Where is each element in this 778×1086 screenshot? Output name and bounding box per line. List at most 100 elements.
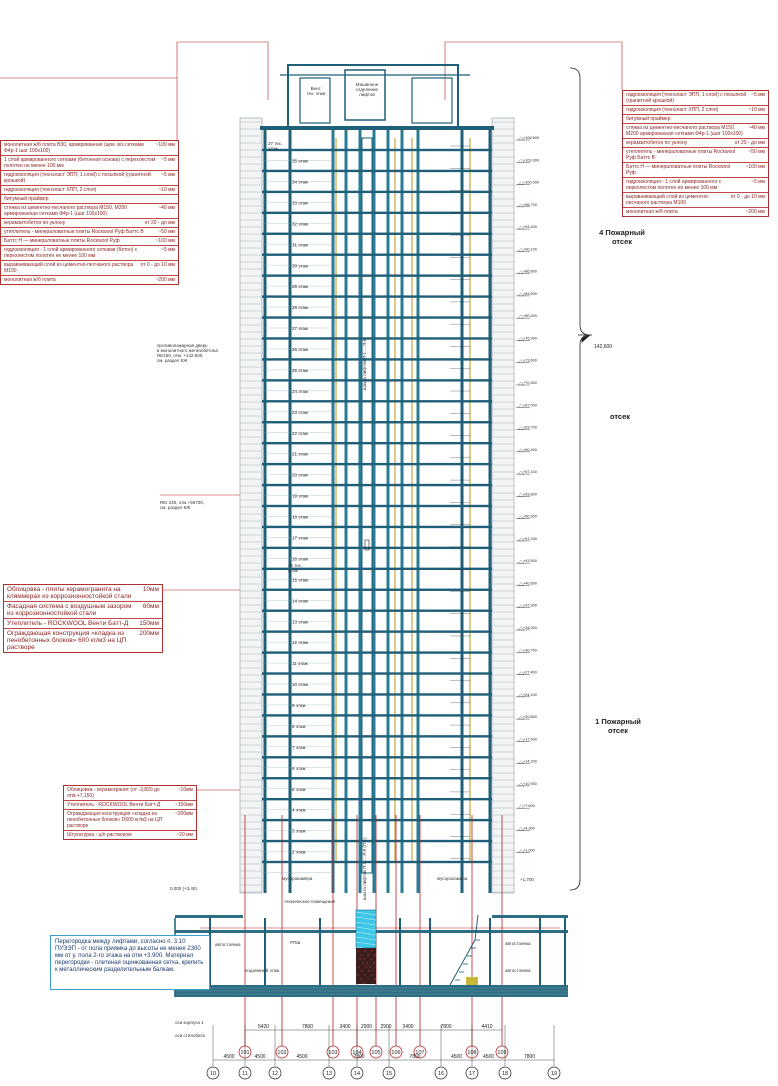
axis-bubble-upper — [413, 1045, 427, 1059]
axis-bubble-lower — [382, 1066, 396, 1080]
floor-slab — [262, 630, 492, 633]
axis-bubble-lower — [498, 1066, 512, 1080]
elevation-label: +53.800 — [523, 492, 537, 496]
column — [372, 128, 376, 893]
elevation-label: +1.000 — [523, 849, 535, 853]
floor-slab — [262, 379, 492, 382]
elevation-triangle — [517, 804, 525, 809]
legend-row: монолитная ж/б плита В30, армированная (… — [1, 141, 178, 156]
legend-row-label: Фасадная система с воздушным зазором из … — [7, 603, 132, 617]
level-marker-right: +1,700 — [520, 877, 534, 882]
floor-slab — [262, 211, 492, 215]
legend-row: гидроизоляция (технэласт ХПП, 2 слоя)~10… — [1, 186, 178, 195]
dimension-upper: 3400 — [339, 1024, 350, 1030]
elevation-label: +100.000 — [523, 181, 539, 185]
legend-row-value: 150мм — [139, 620, 159, 627]
axis-label-lower: 17 — [469, 1071, 475, 1077]
legend-row-label: Облицовка - плиты керамогранита на клямм… — [7, 586, 132, 600]
elevation-triangle — [517, 493, 525, 497]
axis-bubble-lower — [547, 1066, 561, 1080]
elevation-label: +106.600 — [523, 136, 539, 140]
elevation-triangle — [517, 760, 525, 764]
legend-row: гидроизоляция - 1 слой армированного с п… — [623, 178, 768, 193]
pit-texture — [364, 950, 366, 952]
floor-label: 9 этаж — [292, 703, 305, 708]
elevation-triangle — [517, 582, 525, 586]
elevation-label: +63.700 — [523, 426, 537, 430]
elevation-label: +80.200 — [523, 314, 537, 318]
elevation-label: +47.200 — [523, 537, 537, 541]
axis-label-lower: 14 — [354, 1071, 360, 1077]
legend-row-label: Баттс Н — минераловатные плиты Rockwool … — [4, 238, 120, 244]
pit-texture — [364, 974, 366, 976]
elevation-triangle — [517, 404, 525, 408]
pit-texture — [368, 970, 370, 972]
legend-leader-lines — [0, 41, 623, 791]
vent-room — [299, 77, 331, 124]
parking-right-1: автостоянка — [505, 941, 531, 946]
legend-row-label: стяжка из цементно-песчаного раствора М1… — [4, 205, 128, 217]
floor-label: 21 этаж — [292, 452, 308, 457]
legend-row: выравнивающий слой из цементно-песчаного… — [1, 261, 178, 276]
mesh-hatch — [355, 926, 377, 931]
floor-slab — [262, 609, 492, 612]
legend-row-label: гидроизоляция - 1 слой армированного с п… — [626, 179, 722, 191]
floor-label: 33 этаж — [292, 200, 308, 205]
axis-label-lower: 11 — [242, 1071, 248, 1077]
column — [331, 128, 335, 893]
elevation-triangle — [517, 203, 525, 207]
elevation-triangle — [517, 604, 525, 608]
column — [358, 128, 362, 893]
legend-row-label: выравнивающий слой из цементно-песчаного… — [626, 194, 710, 206]
pit-texture — [362, 962, 364, 964]
floor-label: 27 этаж — [292, 326, 308, 331]
dimension-upper: 3400 — [402, 1024, 413, 1030]
axis-bubble-upper — [326, 1045, 340, 1059]
elevation-label: +70.300 — [523, 381, 537, 385]
legend-row-value: ~10 мм — [158, 187, 175, 193]
legend-row-value: ~10мм — [177, 787, 193, 793]
legend-row-label: керамзитобетон по уклону — [4, 220, 66, 226]
elevation-label: +4.300 — [523, 826, 535, 830]
fire-compartment-brace — [569, 67, 592, 891]
elevator-pit-dark — [356, 948, 376, 984]
elevation-triangle — [517, 537, 525, 542]
elevation-triangle — [517, 359, 525, 363]
floor-label: 28 этаж — [292, 305, 308, 310]
mesh-hatch — [355, 911, 377, 916]
elevation-label: +10.900 — [523, 782, 537, 786]
podium-section — [174, 909, 568, 997]
elevation-triangle — [517, 715, 525, 720]
elevation-triangle — [517, 225, 525, 230]
dimension-lower: 7800 — [353, 1054, 364, 1060]
lower-facade-legend: Облицовка - керамогранит (от -3,820 до о… — [63, 785, 197, 840]
legend-row-label: Ограждающая конструкция «кладка из пеноб… — [67, 811, 163, 829]
axis-label-lower: 10 — [210, 1071, 216, 1077]
legend-row-value: ~100 мм — [745, 164, 765, 170]
legend-row-label: Штукатурка - ц/п раствором — [67, 832, 132, 838]
podium-column — [489, 918, 491, 985]
pit-texture — [369, 966, 371, 968]
dimension-upper: 7800 — [440, 1024, 451, 1030]
floor-label: 10 этаж — [292, 682, 308, 687]
roof-room-right — [411, 77, 453, 124]
floor-slab — [262, 588, 492, 591]
roof-layers-left-legend: монолитная ж/б плита В30, армированная (… — [0, 140, 179, 285]
podium-slab-left — [175, 915, 243, 918]
mop-right-label: мусорокамера — [437, 876, 468, 881]
stair-landing — [466, 977, 478, 985]
legend-row-label: утеплитель - минераловатные плиты Rockwo… — [4, 229, 144, 235]
elevation-triangle — [517, 738, 525, 742]
axis-label-upper: 109 — [497, 1050, 506, 1056]
tech-floor-37: 37 тех. этаж — [268, 141, 283, 151]
legend-row: утеплитель - минераловатные плиты Rockwo… — [1, 228, 178, 237]
legend-row-value: ~200 мм — [745, 209, 765, 215]
axis-label-upper: 103 — [328, 1050, 337, 1056]
legend-row-label: монолитная ж/б плита — [4, 277, 56, 283]
legend-row: Ограждающая конструкция «кладка из пеноб… — [4, 629, 162, 652]
column — [488, 128, 492, 893]
elevation-triangle — [517, 292, 525, 297]
legend-row-label: Баттс Н — минераловатные плиты Rockwool … — [626, 164, 731, 176]
elevation-label: +93.400 — [523, 225, 537, 229]
axis-bubble-lower — [465, 1066, 479, 1080]
